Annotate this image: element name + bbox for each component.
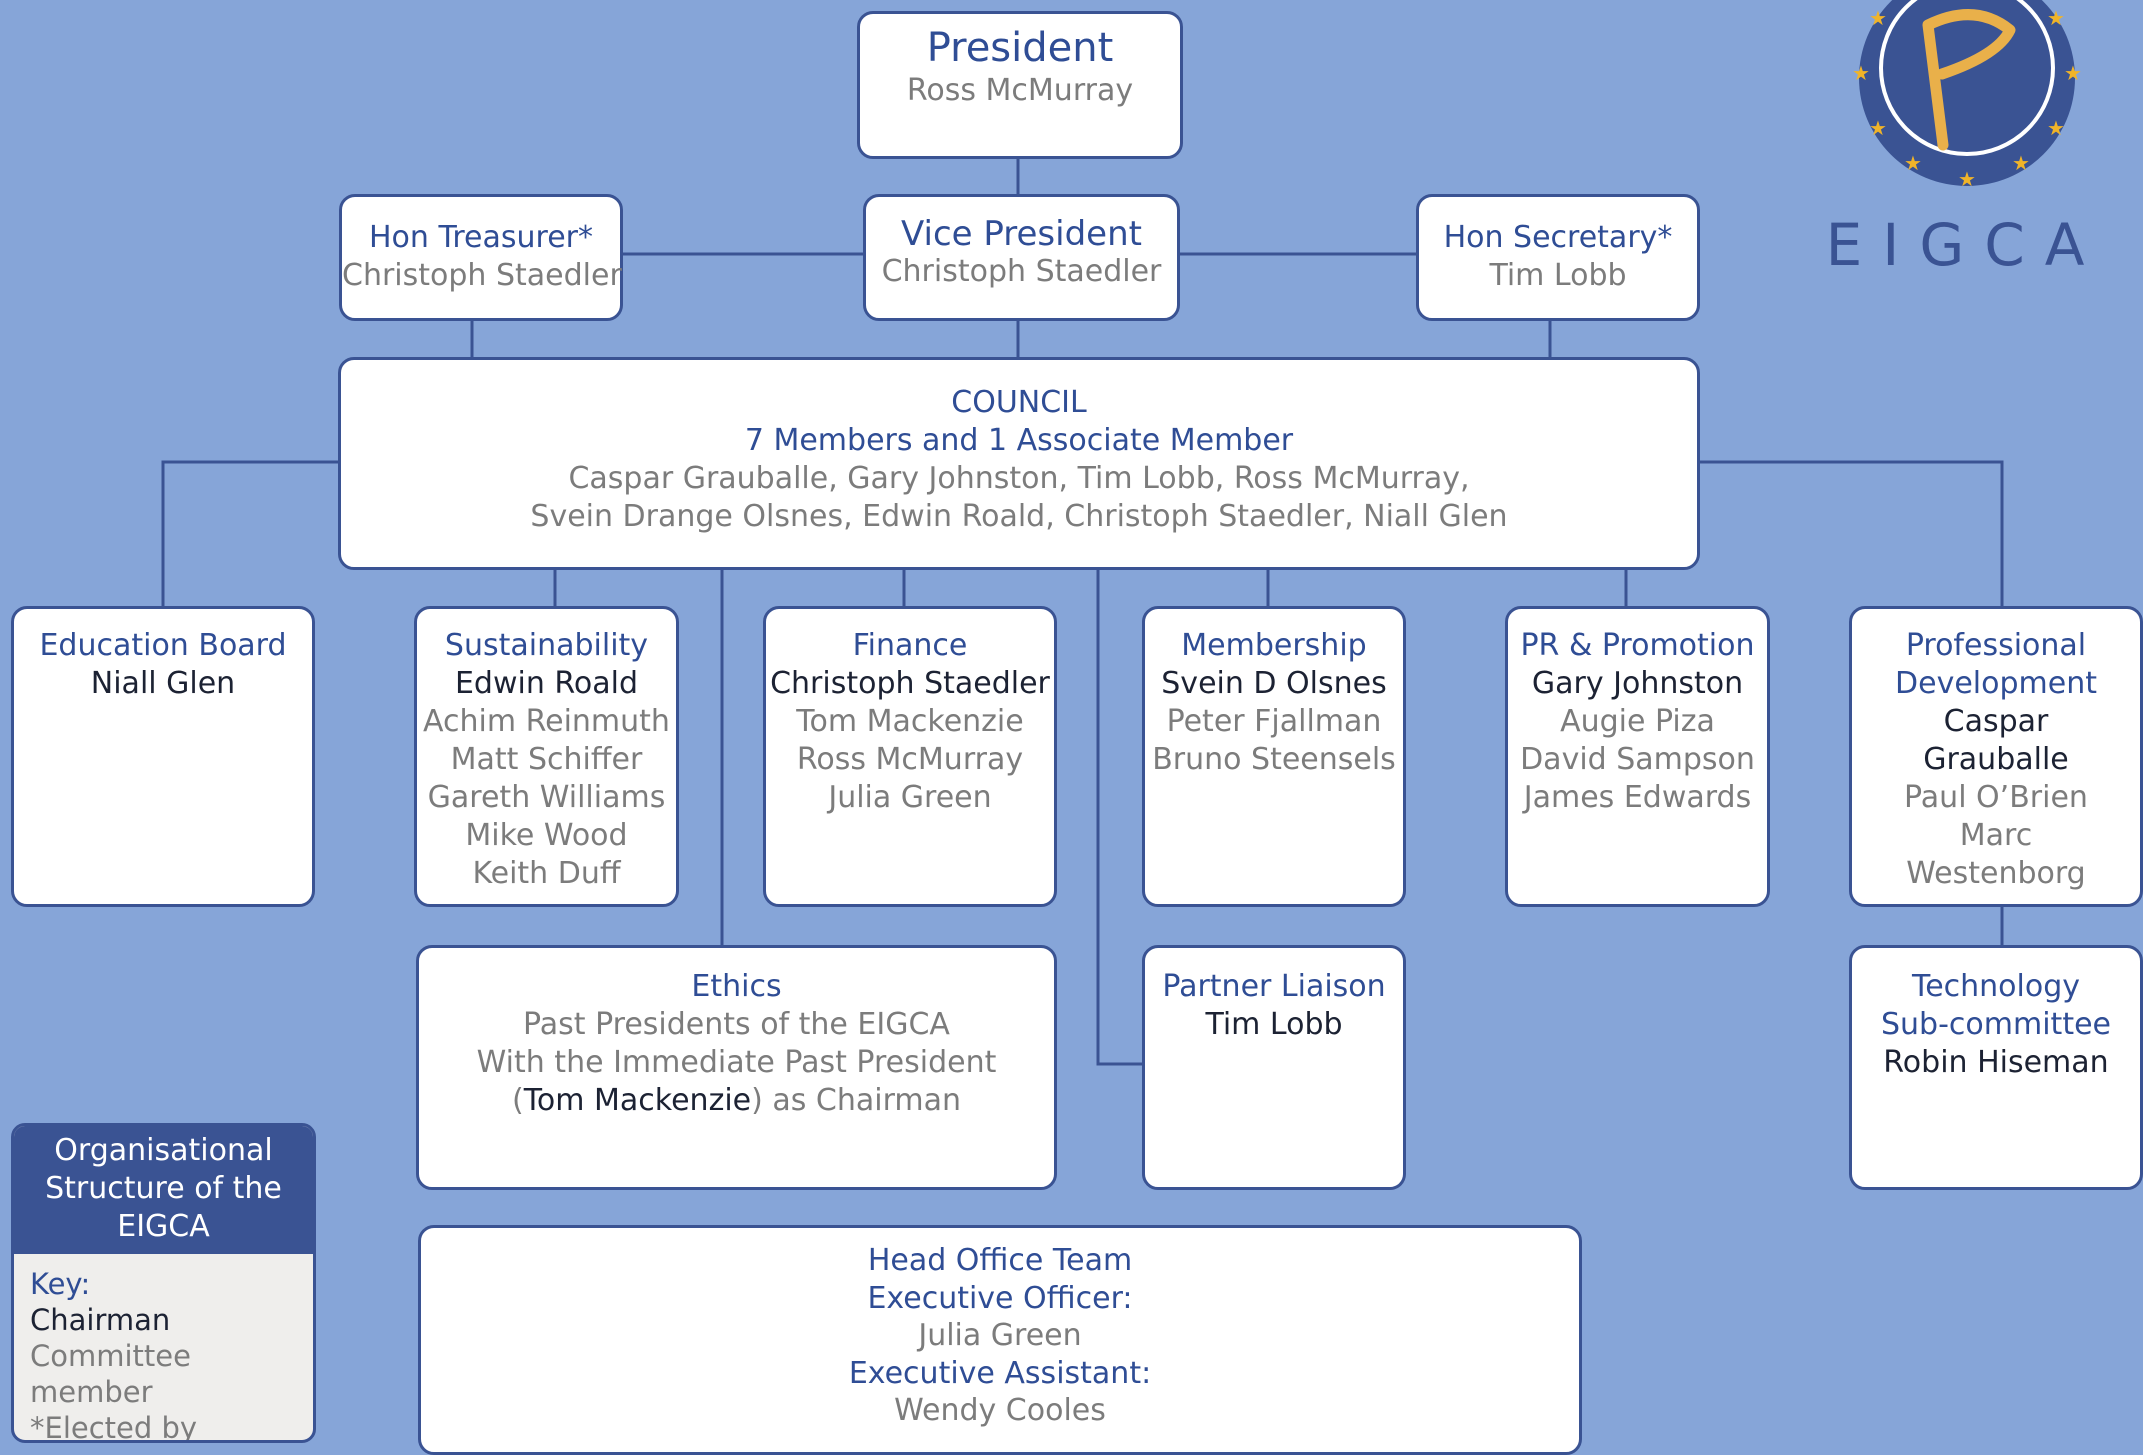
president-name: Ross McMurray: [906, 73, 1134, 108]
svg-text:★: ★: [1852, 61, 1870, 85]
pr-promotion-title: PR & Promotion: [1520, 628, 1755, 663]
membership-title: Membership: [1181, 628, 1367, 663]
ethics-paren: (: [511, 1083, 524, 1118]
finance-member: Ross McMurray: [796, 742, 1024, 777]
legend-heading: Organisational Structure of the EIGCA: [14, 1126, 313, 1254]
sustainability-member: Achim Reinmuth: [423, 704, 670, 739]
technology-subcommittee-box: Technology Sub-committee Robin Hiseman: [1849, 945, 2143, 1190]
ethics-chair: Tom Mackenzie: [523, 1083, 752, 1118]
svg-text:★: ★: [2012, 151, 2030, 175]
svg-text:★: ★: [2064, 61, 2082, 85]
finance-title: Finance: [852, 628, 968, 663]
professional-development-box: Professional Development Caspar Grauball…: [1849, 606, 2143, 907]
education-board-title: Education Board: [39, 628, 287, 663]
executive-officer-name: Julia Green: [918, 1318, 1082, 1353]
eigca-p-star-ring-logo-icon: ★ ★ ★ ★ ★ ★ ★ ★ ★ EIGCA: [1826, 0, 2100, 279]
pr-promotion-member: Augie Piza: [1560, 704, 1715, 739]
pr-promotion-chair: Gary Johnston: [1531, 666, 1744, 701]
partner-liaison-box: Partner Liaison Tim Lobb: [1142, 945, 1406, 1190]
ethics-line3: (Tom Mackenzie) as Chairman: [419, 1082, 1054, 1120]
technology-title: Sub-committee: [1881, 1007, 2111, 1042]
ethics-title: Ethics: [691, 969, 782, 1004]
council-box: COUNCIL 7 Members and 1 Associate Member…: [338, 357, 1700, 570]
sustainability-member: Gareth Williams: [427, 780, 666, 815]
council-subtitle: 7 Members and 1 Associate Member: [744, 423, 1294, 458]
svg-text:★: ★: [1904, 151, 1922, 175]
legend-heading-line: Structure of the: [45, 1171, 282, 1206]
svg-text:★: ★: [1958, 167, 1976, 191]
education-board-box: Education Board Niall Glen: [11, 606, 315, 907]
executive-officer-role: Executive Officer:: [867, 1280, 1133, 1316]
eigca-logo: ★ ★ ★ ★ ★ ★ ★ ★ ★ EIGCA: [1826, 0, 2100, 290]
sustainability-member: Mike Wood: [465, 818, 628, 853]
sustainability-member: Matt Schiffer: [450, 742, 643, 777]
vice-president-title: Vice President: [901, 214, 1142, 254]
professional-development-chair: Caspar: [1943, 704, 2049, 739]
membership-box: Membership Svein D Olsnes Peter Fjallman…: [1142, 606, 1406, 907]
ethics-line2: With the Immediate Past President: [476, 1045, 997, 1080]
professional-development-member: Marc: [1959, 818, 2033, 853]
legend-heading-line: EIGCA: [117, 1209, 210, 1244]
treasurer-name: Christoph Staedler: [342, 258, 622, 293]
sustainability-member: Keith Duff: [472, 856, 621, 891]
membership-member: Peter Fjallman: [1166, 704, 1382, 739]
ethics-chair-role: ) as Chairman: [751, 1083, 962, 1118]
council-members-line2: Svein Drange Olsnes, Edwin Roald, Christ…: [530, 499, 1508, 534]
membership-chair: Svein D Olsnes: [1161, 666, 1387, 701]
professional-development-title: Professional: [1905, 628, 2087, 663]
pr-promotion-member: David Sampson: [1520, 742, 1755, 777]
treasurer-box: Hon Treasurer* Christoph Staedler: [339, 194, 623, 321]
svg-text:★: ★: [2047, 116, 2065, 140]
professional-development-chair: Grauballe: [1923, 742, 2069, 777]
ethics-box: Ethics Past Presidents of the EIGCA With…: [416, 945, 1057, 1190]
eigca-logo-text: EIGCA: [1830, 211, 2100, 279]
vice-president-name: Christoph Staedler: [881, 254, 1162, 289]
finance-box: Finance Christoph Staedler Tom Mackenzie…: [763, 606, 1057, 907]
professional-development-title: Development: [1895, 666, 2097, 701]
treasurer-title: Hon Treasurer*: [368, 220, 593, 255]
finance-chair: Christoph Staedler: [770, 666, 1050, 701]
legend-chairman: Chairman: [30, 1303, 171, 1337]
ethics-line1: Past Presidents of the EIGCA: [523, 1007, 950, 1042]
legend-heading-line: Organisational: [54, 1133, 273, 1168]
svg-text:★: ★: [1869, 116, 1887, 140]
svg-text:★: ★: [2047, 6, 2065, 30]
sustainability-chair: Edwin Roald: [454, 666, 639, 701]
legend-elected: *Elected by Council: [30, 1411, 198, 1443]
pr-promotion-box: PR & Promotion Gary Johnston Augie Piza …: [1505, 606, 1770, 907]
finance-member: Julia Green: [828, 780, 992, 815]
professional-development-member: Westenborg: [1906, 856, 2086, 891]
pr-promotion-member: James Edwards: [1523, 780, 1752, 815]
council-title: COUNCIL: [951, 385, 1087, 420]
partner-liaison-chair: Tim Lobb: [1205, 1007, 1343, 1042]
sustainability-box: Sustainability Edwin Roald Achim Reinmut…: [414, 606, 679, 907]
secretary-name: Tim Lobb: [1489, 258, 1627, 293]
vice-president-box: Vice President Christoph Staedler: [863, 194, 1180, 321]
executive-assistant-role: Executive Assistant:: [848, 1355, 1152, 1391]
legend-key: Organisational Structure of the EIGCA Ke…: [11, 1123, 316, 1443]
legend-keys: Key: Chairman Committee member *Elected …: [14, 1254, 313, 1443]
legend-committee-member: Committee member: [30, 1339, 191, 1409]
technology-title: Technology: [1911, 969, 2081, 1004]
secretary-box: Hon Secretary* Tim Lobb: [1416, 194, 1700, 321]
head-office-title: Head Office Team: [867, 1243, 1133, 1278]
technology-chair: Robin Hiseman: [1883, 1045, 2109, 1080]
sustainability-title: Sustainability: [444, 628, 649, 663]
head-office-box: Head Office Team Executive Officer: Juli…: [418, 1225, 1582, 1455]
professional-development-member: Paul O’Brien: [1904, 780, 2088, 815]
education-board-chair: Niall Glen: [90, 666, 236, 701]
finance-member: Tom Mackenzie: [796, 704, 1024, 739]
svg-text:★: ★: [1869, 6, 1887, 30]
legend-key-label: Key:: [30, 1267, 91, 1301]
president-box: President Ross McMurray: [857, 11, 1183, 159]
council-members-line1: Caspar Grauballe, Gary Johnston, Tim Lob…: [568, 461, 1470, 496]
partner-liaison-title: Partner Liaison: [1162, 969, 1386, 1004]
president-title: President: [926, 25, 1114, 71]
secretary-title: Hon Secretary*: [1443, 220, 1673, 255]
executive-assistant-name: Wendy Cooles: [894, 1393, 1106, 1428]
membership-member: Bruno Steensels: [1152, 742, 1396, 777]
